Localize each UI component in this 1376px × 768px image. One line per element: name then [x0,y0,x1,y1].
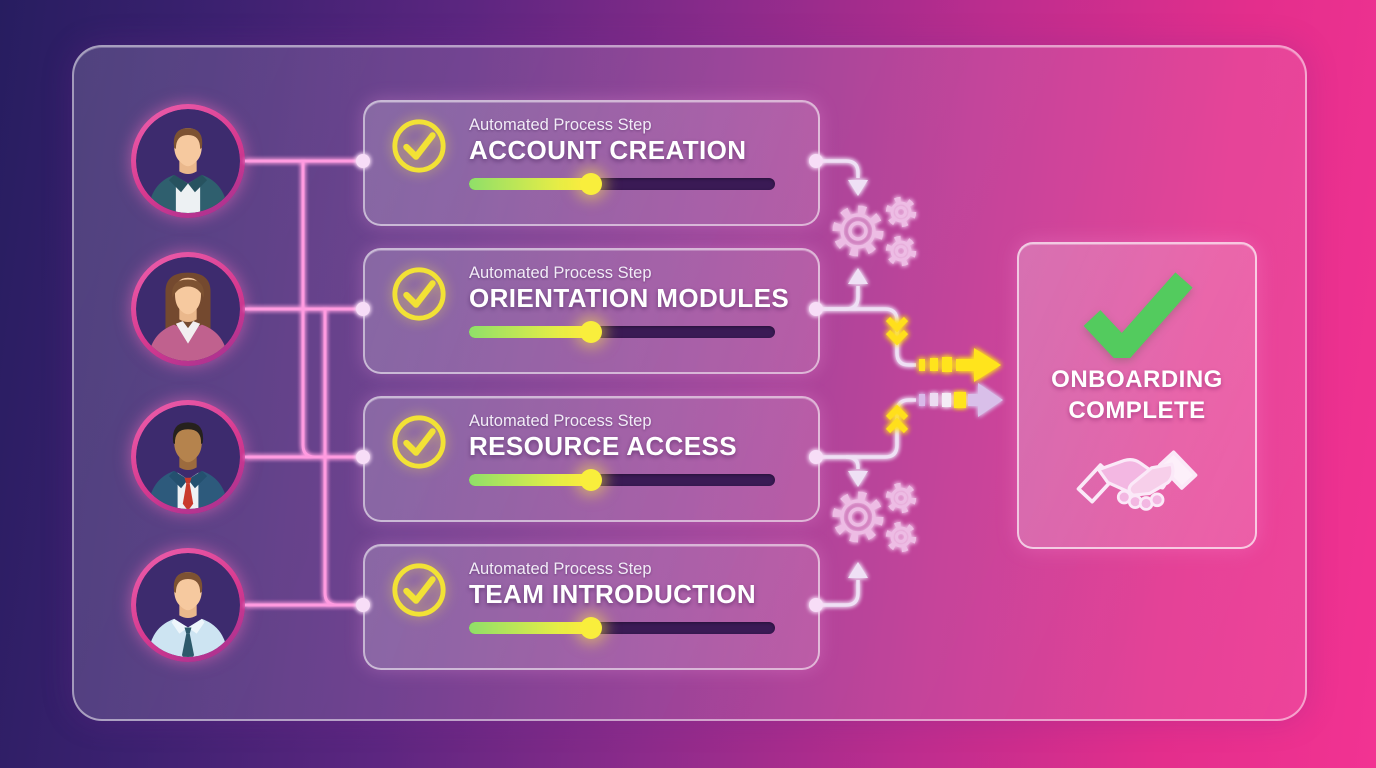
person-icon [136,553,240,657]
progress-bar [469,173,775,195]
process-step-card-1: Automated Process Step ACCOUNT CREATION [363,100,820,226]
check-circle-icon [390,413,448,471]
step-title: ACCOUNT CREATION [469,135,747,165]
person-icon [136,405,240,509]
result-title-line1: ONBOARDING [1051,366,1223,393]
check-circle-icon [390,117,448,175]
avatar-employee-1 [131,104,245,218]
progress-knob [580,469,603,491]
step-label: Automated Process Step [469,560,652,578]
step-label: Automated Process Step [469,412,652,430]
process-step-card-2: Automated Process Step ORIENTATION MODUL… [363,248,820,374]
main-glass-panel [72,45,1307,721]
avatar-employee-4 [131,548,245,662]
step-title: TEAM INTRODUCTION [469,579,756,609]
avatar-employee-3 [131,400,245,514]
step-label: Automated Process Step [469,116,652,134]
step-title: ORIENTATION MODULES [469,283,790,313]
result-title: ONBOARDING COMPLETE [1051,364,1223,426]
handshake-icon [1076,450,1198,511]
progress-knob [580,321,603,343]
person-icon [136,109,240,213]
progress-knob [580,173,603,195]
progress-fill [469,178,592,190]
progress-fill [469,474,592,486]
step-title: RESOURCE ACCESS [469,431,737,461]
progress-bar [469,617,775,639]
avatar-employee-2 [131,252,245,366]
process-step-card-3: Automated Process Step RESOURCE ACCESS [363,396,820,522]
onboarding-complete-panel: ONBOARDING COMPLETE [1017,242,1257,549]
step-label: Automated Process Step [469,264,652,282]
check-circle-icon [390,561,448,619]
progress-fill [469,622,592,634]
progress-bar [469,469,775,491]
person-icon [136,257,240,361]
progress-knob [580,617,603,639]
checkmark-icon [1083,272,1193,358]
process-step-card-4: Automated Process Step TEAM INTRODUCTION [363,544,820,670]
result-title-line2: COMPLETE [1068,397,1206,424]
check-circle-icon [390,265,448,323]
progress-bar [469,321,775,343]
progress-fill [469,326,592,338]
